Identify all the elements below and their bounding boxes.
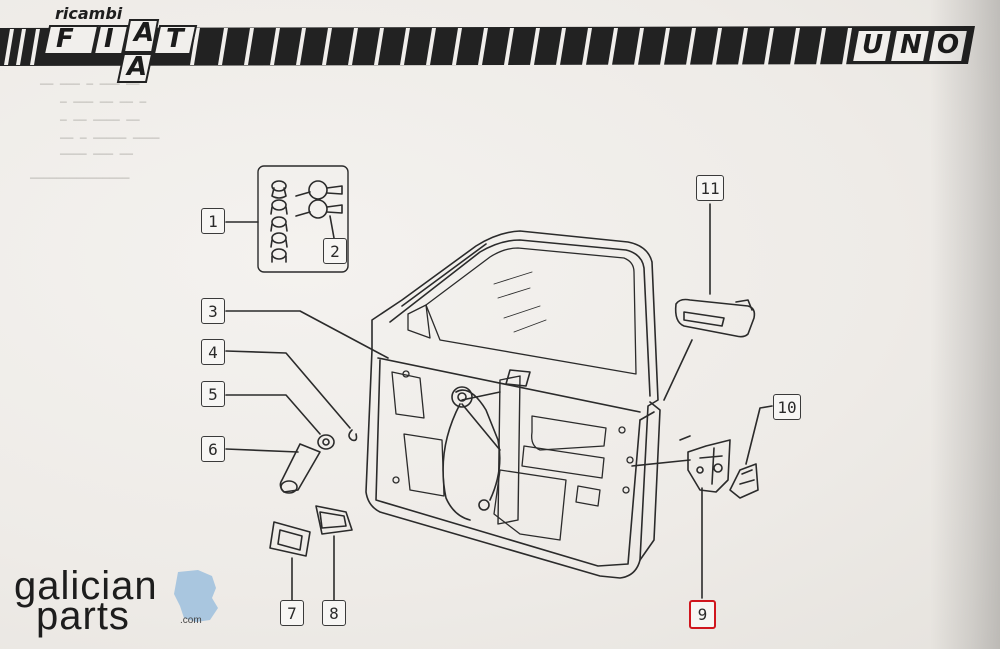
- brand-sub-letter: A: [127, 52, 148, 82]
- model-letter: N: [900, 30, 922, 60]
- door-striker: [729, 405, 773, 499]
- winder-handle: [225, 443, 321, 494]
- callout-3[interactable]: 3: [201, 298, 225, 324]
- inner-handle-escutcheon: [269, 521, 311, 601]
- lock-barrels: [270, 180, 288, 263]
- spring-clip: [225, 350, 358, 442]
- leader-line-3: [225, 310, 389, 359]
- leader-line-4: [225, 350, 351, 429]
- watermark-line1: galician: [14, 564, 158, 608]
- door-lock-mechanism: [631, 435, 731, 599]
- exterior-door-handle: [663, 203, 756, 401]
- lock-to-door-line: [631, 459, 691, 467]
- model-letter: U: [862, 30, 884, 60]
- callout-8[interactable]: 8: [322, 600, 346, 626]
- uno-letter-tiles: [850, 29, 970, 63]
- callout-2[interactable]: 2: [323, 238, 347, 264]
- brand-letter: A: [134, 18, 155, 48]
- callout-11[interactable]: 11: [696, 175, 724, 201]
- brand-prefix: ricambi: [55, 4, 123, 23]
- window-glass: [407, 247, 637, 375]
- inner-panel-cutouts: [391, 370, 634, 541]
- leader-line-10: [745, 405, 773, 465]
- slanted-stripe-band: [0, 26, 975, 66]
- brand-letter: T: [166, 24, 184, 54]
- callout-10[interactable]: 10: [773, 394, 801, 420]
- fiat-letter-tiles: [42, 19, 198, 83]
- callout-4[interactable]: 4: [201, 339, 225, 365]
- callout-1[interactable]: 1: [201, 208, 225, 234]
- callout-6[interactable]: 6: [201, 436, 225, 462]
- header-band: [0, 19, 975, 83]
- inner-door-handle: [315, 505, 353, 601]
- stripe-gaps: [4, 28, 852, 65]
- door-shell: [365, 230, 661, 579]
- leader-line-6: [225, 448, 299, 453]
- callout-7[interactable]: 7: [280, 600, 304, 626]
- callout-9[interactable]: 9: [689, 600, 716, 629]
- keys-icon: [295, 180, 343, 219]
- lock-set-group: [225, 165, 349, 273]
- brand-letter: I: [104, 24, 114, 54]
- handle-to-door-line: [663, 339, 693, 401]
- brand-letter: F: [56, 24, 74, 54]
- callout-5[interactable]: 5: [201, 381, 225, 407]
- leader-line-5: [225, 394, 321, 435]
- region-map-icon: [174, 570, 218, 622]
- page-edge-shadow: [930, 0, 1000, 649]
- window-regulator: [442, 369, 531, 525]
- model-letter: O: [937, 30, 959, 60]
- leader-line-2: [329, 215, 335, 239]
- handle-bushing: [225, 394, 335, 450]
- watermark-line2: parts: [36, 594, 130, 638]
- watermark-suffix: .com: [180, 615, 202, 626]
